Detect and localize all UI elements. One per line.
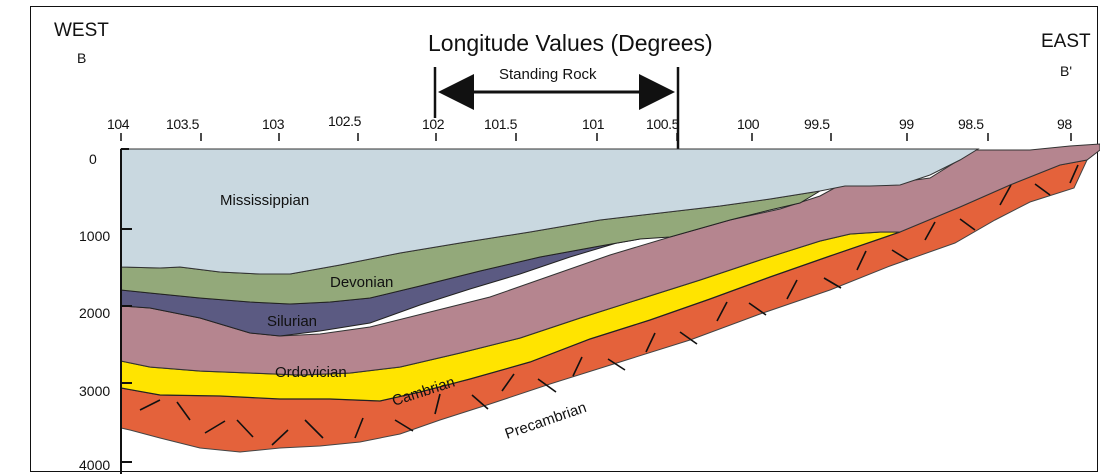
precambrian-hatch <box>139 164 1079 446</box>
precambrian-label: Precambrian <box>503 399 589 443</box>
east-marker: B' <box>1060 63 1073 79</box>
longitude-tick: 99 <box>899 116 914 132</box>
depth-tick: 1000 <box>79 228 111 244</box>
longitude-tick: 102 <box>422 116 445 132</box>
longitude-tick: 103 <box>262 116 285 132</box>
longitude-tick-marks <box>120 133 1072 141</box>
mississippian-layer <box>120 148 980 275</box>
ordovician-layer <box>120 143 1100 376</box>
longitude-tick: 104 <box>107 116 130 132</box>
longitude-tick: 103.5 <box>166 116 200 132</box>
longitude-tick: 98.5 <box>958 116 984 132</box>
figure-frame <box>30 6 1098 472</box>
depth-tick: 0 <box>89 151 97 167</box>
axis-title: Longitude Values (Degrees) <box>428 30 713 56</box>
silurian-label: Silurian <box>267 313 317 330</box>
ordovician-label: Ordovician <box>275 364 347 381</box>
east-label: EAST <box>1041 31 1091 52</box>
depth-tick-marks <box>121 148 132 463</box>
longitude-tick: 101 <box>582 116 605 132</box>
longitude-tick: 102.5 <box>328 113 362 129</box>
longitude-tick: 98 <box>1057 116 1072 132</box>
west-label: WEST <box>54 20 109 41</box>
longitude-tick: 99.5 <box>804 116 830 132</box>
depth-tick: 4000 <box>79 457 111 473</box>
mississippian-label: Mississippian <box>220 192 309 209</box>
devonian-label: Devonian <box>330 274 393 291</box>
longitude-tick: 100.5 <box>646 116 680 132</box>
depth-tick: 3000 <box>79 383 111 399</box>
west-marker: B <box>77 50 87 66</box>
longitude-tick: 101.5 <box>484 116 518 132</box>
longitude-tick: 100 <box>737 116 760 132</box>
depth-tick: 2000 <box>79 305 111 321</box>
